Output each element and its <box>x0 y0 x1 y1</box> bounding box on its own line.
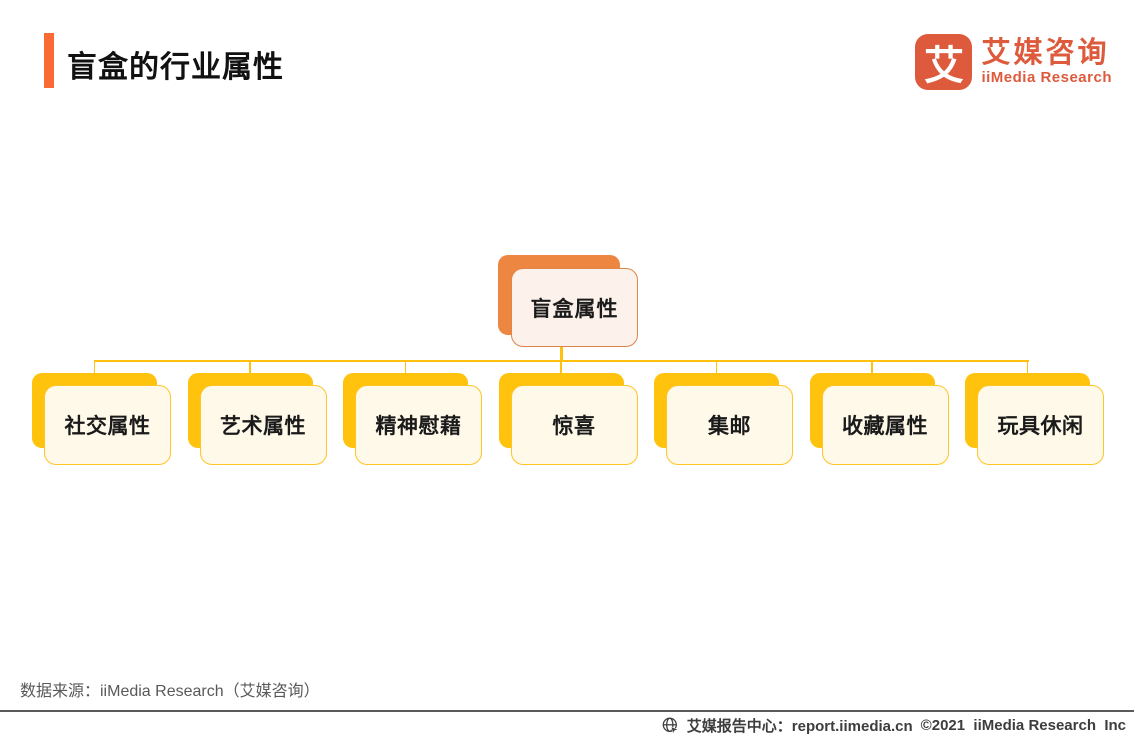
child-node-card: 集邮 <box>666 385 793 465</box>
root-node-label: 盲盒属性 <box>530 297 619 321</box>
child-node-7: 玩具休闲 <box>965 373 1125 468</box>
child-node-label: 艺术属性 <box>220 415 306 438</box>
data-source-note: 数据来源：iiMedia Research（艾媒咨询） <box>20 683 320 700</box>
connector-child-stub <box>249 361 251 373</box>
child-node-3: 精神慰藉 <box>343 373 503 468</box>
connector-child-stub <box>715 361 718 373</box>
logo-glyph: 艾 <box>923 44 964 88</box>
child-node-1: 社交属性 <box>32 373 192 468</box>
connector-child-stub <box>404 361 407 373</box>
footer-site-label: 艾媒报告中心：report.iimedia.cn <box>686 718 913 735</box>
child-node-card: 玩具休闲 <box>977 385 1104 465</box>
root-node: 盲盒属性 <box>498 255 748 350</box>
title-accent-bar <box>44 33 54 88</box>
child-node-card: 社交属性 <box>44 385 171 465</box>
child-node-5: 集邮 <box>654 373 814 468</box>
child-node-label: 玩具休闲 <box>997 415 1084 438</box>
child-node-card: 艺术属性 <box>199 385 327 465</box>
child-node-label: 社交属性 <box>64 415 151 438</box>
child-node-card: 收藏属性 <box>821 385 949 465</box>
globe-icon <box>662 717 679 734</box>
connector-child-stub <box>871 361 873 373</box>
child-node-label: 惊喜 <box>552 415 596 438</box>
brand-logo: 艾 艾媒咨询 iiMedia Research <box>915 34 1112 90</box>
page-title: 盲盒的行业属性 <box>67 51 284 84</box>
child-node-6: 收藏属性 <box>809 373 970 468</box>
iimedia-logo-icon: 艾 <box>915 34 973 90</box>
footer-copyright: ©2021 iiMedia Research Inc <box>920 717 1126 734</box>
logo-text: 艾媒咨询 iiMedia Research <box>981 36 1112 87</box>
child-node-label: 精神慰藉 <box>375 415 462 438</box>
root-node-card: 盲盒属性 <box>511 268 638 347</box>
footer-divider <box>0 710 1134 712</box>
child-node-4: 惊喜 <box>498 373 659 468</box>
logo-name-en: iiMedia Research <box>981 69 1112 87</box>
connector-child-stub <box>560 361 562 373</box>
child-node-label: 收藏属性 <box>842 415 928 438</box>
child-node-2: 艺术属性 <box>187 373 348 468</box>
connector-child-stub <box>93 361 96 373</box>
connector-root-drop <box>560 347 563 361</box>
footer: 艾媒报告中心：report.iimedia.cn ©2021 iiMedia R… <box>662 715 1126 736</box>
child-node-card: 精神慰藉 <box>355 385 482 465</box>
child-node-card: 惊喜 <box>510 385 638 465</box>
connector-child-stub <box>1026 361 1029 373</box>
child-node-label: 集邮 <box>708 415 751 438</box>
logo-name-cn: 艾媒咨询 <box>981 36 1110 69</box>
